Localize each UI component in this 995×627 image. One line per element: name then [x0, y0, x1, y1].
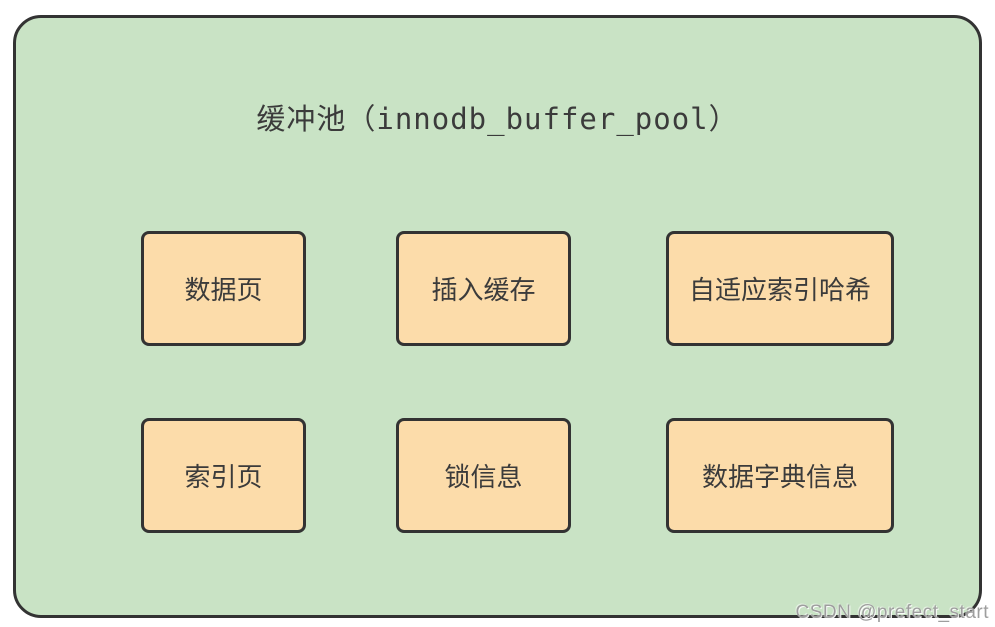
node-adaptive-hash-index: 自适应索引哈希 [666, 231, 894, 346]
node-insert-buffer: 插入缓存 [396, 231, 571, 346]
buffer-pool-container: 缓冲池（innodb_buffer_pool） 数据页 插入缓存 自适应索引哈希… [13, 15, 982, 618]
node-lock-info: 锁信息 [396, 418, 571, 533]
node-index-page: 索引页 [141, 418, 306, 533]
buffer-pool-title: 缓冲池（innodb_buffer_pool） [256, 102, 739, 136]
csdn-watermark: CSDN @prefect_start [795, 602, 989, 623]
node-data-dictionary-info: 数据字典信息 [666, 418, 894, 533]
node-data-page: 数据页 [141, 231, 306, 346]
